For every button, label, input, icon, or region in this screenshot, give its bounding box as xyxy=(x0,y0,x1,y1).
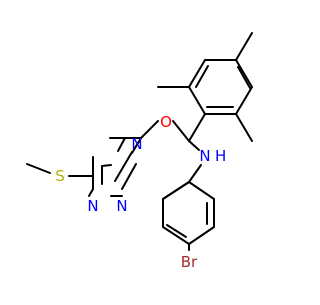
bond xyxy=(166,224,187,238)
bond xyxy=(235,86,253,115)
atom-hydrogen-amine: H xyxy=(215,147,226,165)
atom-oxygen: O xyxy=(160,113,172,131)
bond xyxy=(188,181,215,200)
atom-bromine: Br xyxy=(181,253,198,271)
atom-nitrogen-top: N xyxy=(131,135,142,153)
bond xyxy=(172,120,190,142)
bonds xyxy=(26,32,253,251)
atom-nitrogen-bottom-right: N xyxy=(116,197,127,215)
atom-nitrogen-bottom-left: N xyxy=(87,197,98,215)
molecule-structure-canvas: N N N S O N H Br xyxy=(0,0,300,300)
bond xyxy=(188,164,202,183)
molecule-structure: N N N S O N H Br xyxy=(0,0,300,300)
bond xyxy=(117,137,126,152)
bond xyxy=(188,113,206,142)
bond xyxy=(188,140,200,151)
bond xyxy=(162,226,190,245)
background xyxy=(0,0,300,300)
bond xyxy=(195,65,209,88)
atom-sulfur: S xyxy=(55,167,65,185)
bond xyxy=(162,181,190,200)
bond xyxy=(188,86,206,115)
bond xyxy=(237,66,251,89)
bond xyxy=(131,137,142,154)
atom-nitrogen-amine: N xyxy=(199,147,210,165)
bond xyxy=(188,59,206,88)
bond xyxy=(26,163,51,174)
bond xyxy=(121,163,137,190)
bond xyxy=(101,164,112,167)
bond xyxy=(235,113,253,142)
bond xyxy=(188,226,215,245)
bond xyxy=(114,151,133,182)
bond xyxy=(235,59,253,88)
bond xyxy=(235,32,253,61)
bond xyxy=(88,188,94,197)
bond xyxy=(140,120,159,139)
